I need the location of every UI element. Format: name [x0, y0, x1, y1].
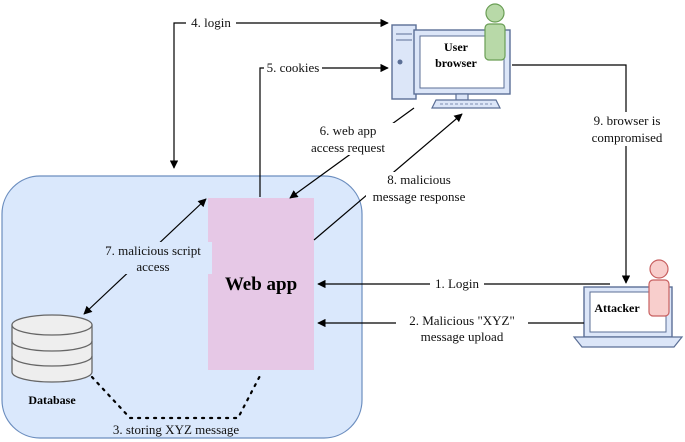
edge-script-access-label-line1: 7. malicious script [105, 243, 201, 258]
edge-upload-label-line1: 2. Malicious "XYZ" [409, 313, 515, 328]
edge-access-request-label-line1: 6. web app [320, 123, 377, 138]
edge-cookies [259, 63, 389, 197]
edge-login-user-label: 4. login [191, 15, 231, 30]
edge-script-access-label-line2: access [136, 259, 169, 274]
user-browser-label-line2: browser [435, 56, 477, 70]
edge-storing-label: 3. storing XYZ message [113, 422, 240, 437]
edge-compromised [512, 64, 631, 284]
edge-login-user [169, 18, 389, 169]
database-icon[interactable] [11, 314, 93, 383]
edge-cookies-label: 5. cookies [267, 60, 320, 75]
edge-malicious-response-label-line2: message response [373, 189, 466, 204]
attacker-person-icon [648, 259, 670, 317]
web-app-box[interactable] [208, 198, 314, 370]
attacker-label: Attacker [594, 301, 640, 315]
edge-compromised-label-line2: compromised [592, 130, 663, 145]
edge-access-request-label-line2: access request [311, 140, 385, 155]
database-label: Database [28, 393, 76, 407]
user-browser-label-line1: User [444, 40, 469, 54]
web-app-label: Web app [225, 274, 297, 295]
edge-attacker-login-label: 1. Login [435, 276, 480, 291]
edge-malicious-response-label-line1: 8. malicious [387, 172, 451, 187]
edge-compromised-label-line1: 9. browser is [594, 113, 661, 128]
edge-upload-label-line2: message upload [421, 329, 504, 344]
user-person-icon [484, 3, 506, 61]
